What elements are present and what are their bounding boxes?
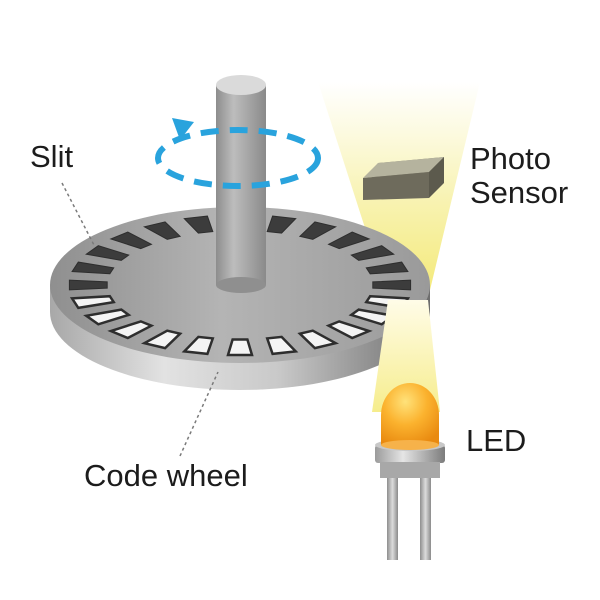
slit xyxy=(85,245,130,261)
slit xyxy=(325,320,373,340)
rotation-arrow-icon xyxy=(155,118,321,189)
slit xyxy=(297,329,340,350)
slit xyxy=(265,335,299,356)
photo-sensor-label: Photo Sensor xyxy=(470,142,568,210)
photo-sensor-label-line2: Sensor xyxy=(470,175,569,210)
light-beam-lower xyxy=(372,300,440,412)
led-label: LED xyxy=(466,423,527,458)
slit xyxy=(327,231,371,250)
slit xyxy=(350,245,395,261)
slit xyxy=(107,320,155,340)
slit xyxy=(69,294,116,310)
slit xyxy=(266,215,297,234)
photo-sensor-label-line1: Photo xyxy=(470,141,552,176)
code-wheel-label: Code wheel xyxy=(84,458,248,493)
slit-label: Slit xyxy=(30,139,74,174)
slit xyxy=(183,215,214,234)
slit-group xyxy=(68,214,412,357)
led xyxy=(375,383,445,560)
slit xyxy=(348,308,397,326)
slit xyxy=(83,308,132,326)
slit xyxy=(226,338,254,357)
slit xyxy=(68,279,108,291)
photo-sensor xyxy=(363,157,444,200)
slit xyxy=(372,279,412,291)
slit xyxy=(298,221,337,240)
slit xyxy=(143,221,182,240)
slit xyxy=(140,329,183,350)
slit xyxy=(181,335,215,356)
slit xyxy=(71,261,115,275)
slit xyxy=(109,231,153,250)
slit-leader-line xyxy=(61,182,96,248)
slit xyxy=(365,261,409,275)
